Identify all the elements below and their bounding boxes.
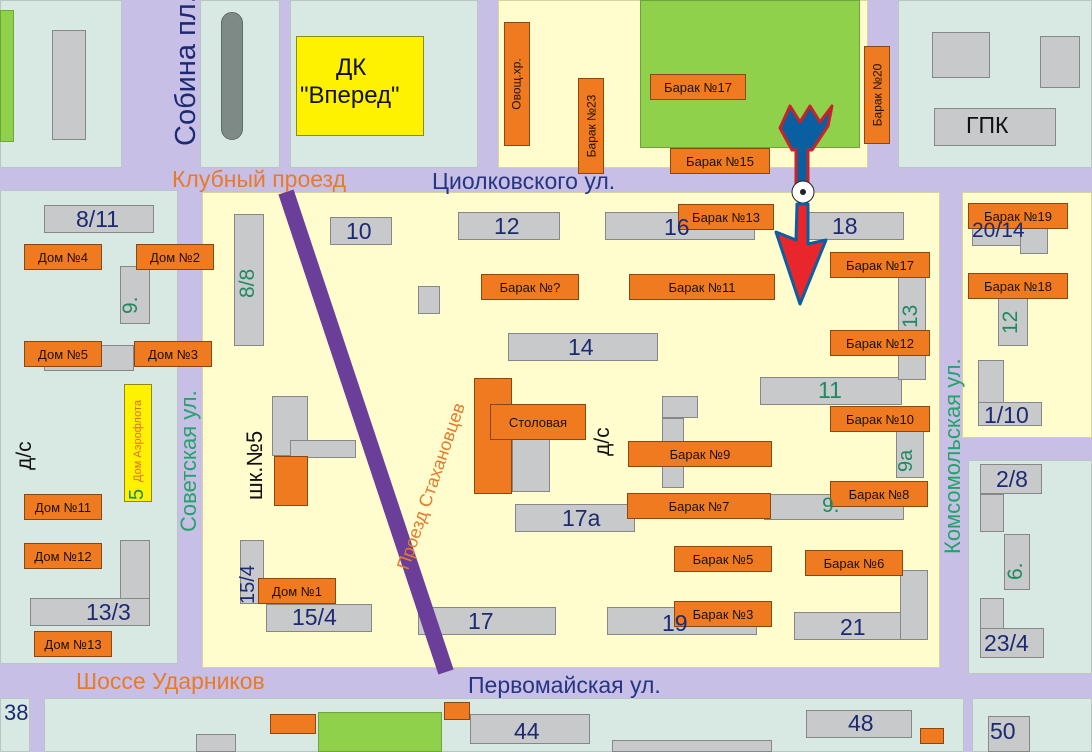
- num-16: 16: [664, 214, 690, 240]
- barak-6: Барак №6: [805, 550, 903, 576]
- stolovaya-wing: Столовая: [490, 404, 586, 440]
- num-2-8: 2/8: [996, 466, 1028, 492]
- street-klubny-proezd: Клубный проезд: [172, 166, 347, 192]
- school-5-annex: [274, 456, 308, 506]
- building-2-8-a: [980, 464, 1042, 494]
- barak-9: Барак №9: [628, 441, 772, 467]
- gpk-label: ГПК: [966, 112, 1009, 138]
- num-9-center: 9.: [822, 494, 840, 517]
- barak-8: Барак №8: [830, 481, 928, 507]
- street-tsiolkovskogo: Циолковского ул.: [432, 168, 616, 194]
- num-18: 18: [832, 213, 858, 239]
- barak-23: Барак №23: [578, 78, 604, 174]
- dom-13: Дом №13: [34, 631, 112, 657]
- num-12: 12: [494, 213, 520, 239]
- num-44: 44: [514, 718, 540, 744]
- dom-5: Дом №5: [24, 341, 102, 367]
- barak-13: Барак №13: [678, 204, 774, 230]
- building-15-4: [266, 604, 372, 632]
- building-school-b: [290, 440, 356, 458]
- num-48: 48: [848, 710, 874, 736]
- num-20-14: 20/14: [972, 219, 1025, 242]
- num-1-10: 1/10: [984, 402, 1029, 428]
- street-udarnikov: Шоссе Ударников: [76, 668, 265, 694]
- building-sobina-west: [52, 30, 86, 140]
- barak-3: Барак №3: [674, 601, 772, 627]
- dom-4: Дом №4: [24, 244, 102, 270]
- barak-19: Барак №19: [968, 203, 1068, 229]
- building-21-b: [900, 570, 928, 640]
- park-sobina-west: [0, 10, 14, 142]
- num-38: 38: [4, 700, 29, 725]
- num-23-4: 23/4: [984, 630, 1029, 656]
- num-19: 19: [662, 610, 688, 636]
- building-8-8: [234, 214, 264, 346]
- building-44: [470, 714, 590, 744]
- barak-17-right: Барак №17: [830, 252, 930, 278]
- num-21: 21: [840, 614, 866, 640]
- building-gpk: [932, 32, 990, 78]
- building-50: [988, 716, 1030, 752]
- building-gpk-right: [1040, 36, 1080, 88]
- barak-12: Барак №12: [830, 330, 930, 356]
- street-pervomayskaya: Первомайская ул.: [468, 672, 661, 698]
- building-13-right: [898, 272, 926, 380]
- num-17a: 17а: [562, 505, 601, 531]
- num-14: 14: [568, 334, 594, 360]
- building-8-11: [44, 205, 154, 233]
- dom-12: Дом №12: [24, 543, 102, 569]
- building-9-left: [120, 266, 150, 324]
- building-17a: [515, 504, 635, 532]
- south-orange-1: [270, 714, 316, 734]
- num-50: 50: [990, 718, 1016, 744]
- barak-11: Барак №11: [629, 274, 775, 300]
- building-11: [760, 377, 902, 405]
- dom-2: Дом №2: [136, 244, 214, 270]
- building-square-monument: [221, 12, 243, 140]
- dom-aeroflota: [124, 384, 152, 502]
- barak-unknown: Барак №?: [481, 274, 579, 300]
- ovoshch-khranilishche: Овощ.хр.: [504, 22, 530, 146]
- barak-18: Барак №18: [968, 273, 1068, 299]
- south-orange-3: [920, 728, 944, 744]
- dom-1: Дом №1: [258, 578, 336, 604]
- building-23-4-b: [980, 628, 1044, 658]
- south-orange-2: [444, 702, 470, 720]
- building-48: [806, 710, 912, 738]
- barak-15: Барак №15: [670, 148, 770, 174]
- barak-5: Барак №5: [674, 546, 772, 572]
- num-13-3: 13/3: [86, 599, 131, 625]
- num-15-4: 15/4: [292, 604, 337, 630]
- dk-vpered: [296, 36, 424, 136]
- block-south-1: [0, 698, 30, 752]
- dk-label-1: ДК: [336, 54, 367, 81]
- building-13-3-b: [30, 598, 150, 626]
- dom-11: Дом №11: [24, 494, 102, 520]
- num-8-11: 8/11: [76, 206, 120, 232]
- building-12: [458, 212, 560, 240]
- building-17: [418, 607, 556, 635]
- num-11: 11: [818, 377, 842, 403]
- building-stolovaya-back: [512, 436, 550, 492]
- building-2-8-b: [980, 494, 1004, 532]
- building-14: [508, 333, 658, 361]
- num-10: 10: [346, 218, 372, 244]
- num-17: 17: [468, 608, 494, 634]
- barak-10: Барак №10: [830, 406, 930, 432]
- building-10: [330, 217, 392, 245]
- building-18: [800, 212, 904, 240]
- dk-label-2: "Вперед": [300, 82, 400, 109]
- barak-20: Барак №20: [864, 46, 890, 144]
- dom-3: Дом №3: [134, 341, 212, 367]
- building-gpk-lower: [934, 108, 1056, 146]
- building-1-10-b: [978, 402, 1042, 426]
- building-small-sq: [418, 286, 440, 314]
- building-6: [1004, 534, 1030, 590]
- barak-7: Барак №7: [627, 493, 771, 519]
- building-ds-a: [662, 396, 698, 418]
- barak-17-top: Барак №17: [650, 74, 746, 100]
